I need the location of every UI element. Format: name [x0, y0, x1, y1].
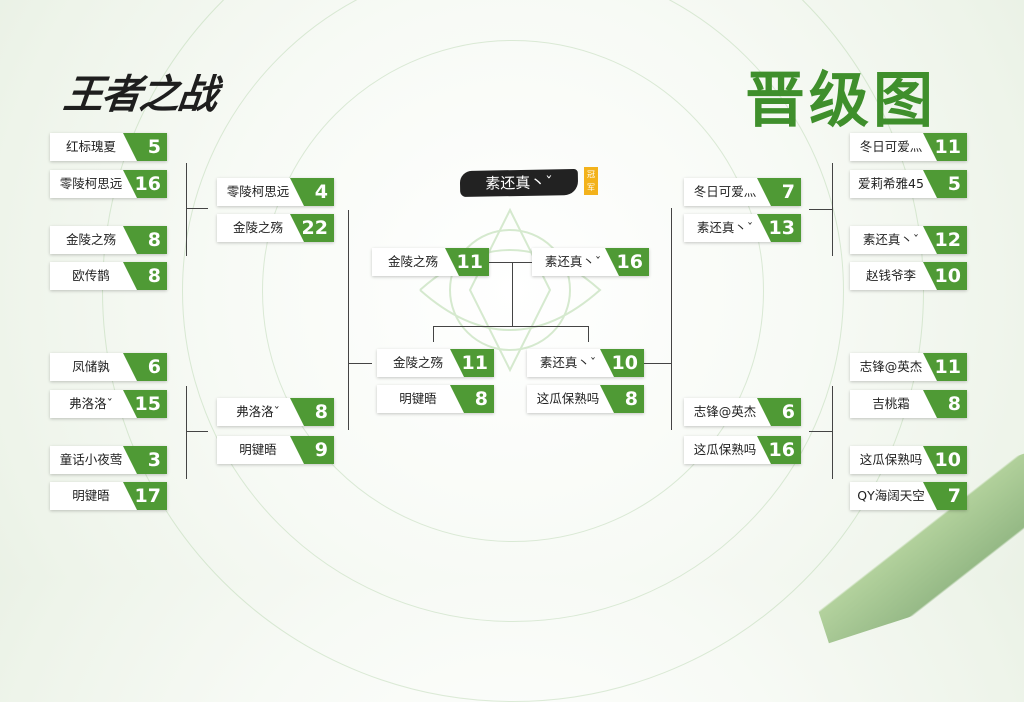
player-score: 10	[923, 262, 967, 290]
player-name: 素还真丶ˇ	[539, 355, 597, 370]
player-name: 赵钱爷李	[865, 268, 916, 283]
left-round1-match-card: 明键晤 17	[50, 482, 167, 510]
player-name: 欧传鹊	[72, 268, 110, 283]
player-name: 这瓜保熟吗	[693, 442, 757, 457]
player-score: 11	[923, 353, 967, 381]
right-round1-match-card: 赵钱爷李 10	[850, 262, 967, 290]
bracket-connector	[433, 326, 589, 327]
bracket-connector	[186, 386, 187, 479]
player-name: 明键晤	[72, 488, 110, 503]
right-round1-match-card: 吉桃霜 8	[850, 390, 967, 418]
player-name: 冬日可爱灬	[693, 184, 757, 199]
player-name: 弗洛洛ˇ	[69, 396, 113, 411]
page-title: 晋级图	[745, 66, 937, 136]
player-score: 16	[605, 248, 649, 276]
player-name: 素还真丶ˇ	[862, 232, 920, 247]
player-name: 冬日可爱灬	[859, 139, 923, 154]
player-name: 弗洛洛ˇ	[236, 404, 280, 419]
player-name: 金陵之殇	[392, 355, 443, 370]
player-name: 金陵之殇	[65, 232, 116, 247]
bracket-connector	[186, 208, 208, 209]
player-name: 素还真丶ˇ	[696, 220, 754, 235]
player-name: 这瓜保熟吗	[859, 452, 923, 467]
bracket-connector	[348, 210, 349, 430]
player-name: 明键晤	[239, 442, 277, 457]
player-score: 8	[290, 398, 334, 426]
player-name: 这瓜保熟吗	[536, 391, 600, 406]
bracket-connector	[433, 326, 434, 342]
player-name: 志锋@英杰	[693, 404, 757, 419]
bracket-connector	[186, 431, 208, 432]
player-name: 志锋@英杰	[859, 359, 923, 374]
player-score: 11	[450, 349, 494, 377]
player-name: 凤储孰	[72, 359, 110, 374]
bracket-connector	[512, 262, 513, 326]
player-score: 17	[123, 482, 167, 510]
player-score: 11	[923, 133, 967, 161]
bracket-connector	[671, 208, 672, 430]
bracket-connector	[186, 163, 187, 256]
event-logo: 王者之战	[61, 72, 218, 118]
bracket-connector	[588, 326, 589, 342]
player-name: 金陵之殇	[232, 220, 283, 235]
player-name: 零陵柯思远	[59, 176, 123, 191]
left-round2-match-card: 弗洛洛ˇ 8	[217, 398, 334, 426]
bracket-connector	[809, 431, 832, 432]
player-name: 明键晤	[399, 391, 437, 406]
player-name: 爱莉希雅45	[858, 176, 924, 191]
player-name: 童话小夜莺	[59, 452, 123, 467]
bracket-connector	[489, 262, 532, 263]
champion-name: 素还真丶ˇ	[459, 168, 579, 198]
bracket-connector	[832, 386, 833, 479]
player-name: 吉桃霜	[872, 396, 910, 411]
champion-badge: 冠军	[584, 167, 598, 195]
bracket-connector	[348, 363, 372, 364]
player-score: 5	[923, 170, 967, 198]
bracket-connector	[809, 209, 832, 210]
player-name: QY海阔天空	[857, 488, 925, 503]
bracket-connector	[644, 363, 671, 364]
player-name: 金陵之殇	[387, 254, 438, 269]
player-name: 红标瑰夏	[65, 139, 116, 154]
bracket-connector	[832, 163, 833, 256]
player-name: 零陵柯思远	[226, 184, 290, 199]
player-name: 素还真丶ˇ	[544, 254, 602, 269]
semi-left-match-card: 金陵之殇 11	[377, 349, 494, 377]
player-score: 8	[923, 390, 967, 418]
